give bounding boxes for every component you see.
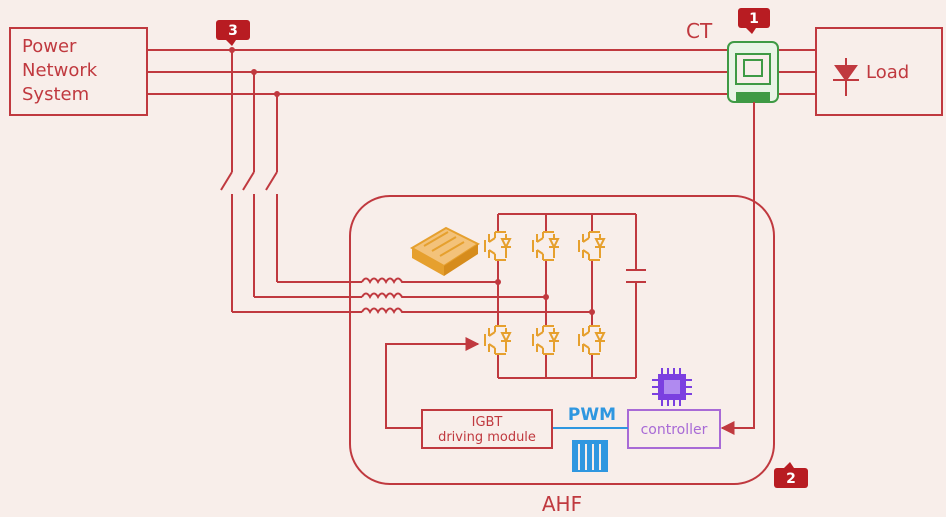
controller-label: controller bbox=[641, 422, 708, 438]
power-network-label-line1: Power bbox=[22, 36, 77, 57]
badge-1-label: 1 bbox=[749, 11, 759, 27]
igbt-switches bbox=[484, 231, 606, 355]
pwm-waveform-icon bbox=[572, 440, 608, 472]
load-label: Load bbox=[866, 62, 909, 83]
chip-icon bbox=[652, 368, 692, 406]
ct-signal-line bbox=[720, 102, 755, 435]
power-network-box: Power Network System bbox=[9, 27, 148, 116]
igbt-driving-label-line2: driving module bbox=[438, 430, 536, 445]
badge-2-label: 2 bbox=[786, 471, 796, 487]
three-phase-lines bbox=[147, 49, 816, 95]
pwm-label: PWM bbox=[568, 405, 616, 425]
ct-sensor-icon bbox=[727, 41, 779, 103]
badge-3: 3 bbox=[216, 20, 250, 46]
igbt-driving-label-line1: IGBT bbox=[472, 415, 503, 430]
badge-2: 2 bbox=[774, 462, 808, 488]
inductors bbox=[361, 277, 592, 315]
badge-3-label: 3 bbox=[228, 23, 238, 39]
controller-box bbox=[627, 409, 721, 449]
drive-signal-line bbox=[385, 337, 480, 429]
ahf-box bbox=[349, 195, 775, 485]
branch-lines bbox=[220, 50, 362, 313]
badge-1: 1 bbox=[738, 8, 770, 34]
power-network-label-line3: System bbox=[22, 84, 89, 105]
ahf-label: AHF bbox=[542, 492, 582, 516]
diode-icon bbox=[834, 58, 858, 96]
power-network-label-line2: Network bbox=[22, 60, 98, 81]
ct-label: CT bbox=[686, 19, 713, 43]
igbt-module-icon bbox=[409, 226, 481, 276]
load-box: Load bbox=[815, 27, 943, 116]
